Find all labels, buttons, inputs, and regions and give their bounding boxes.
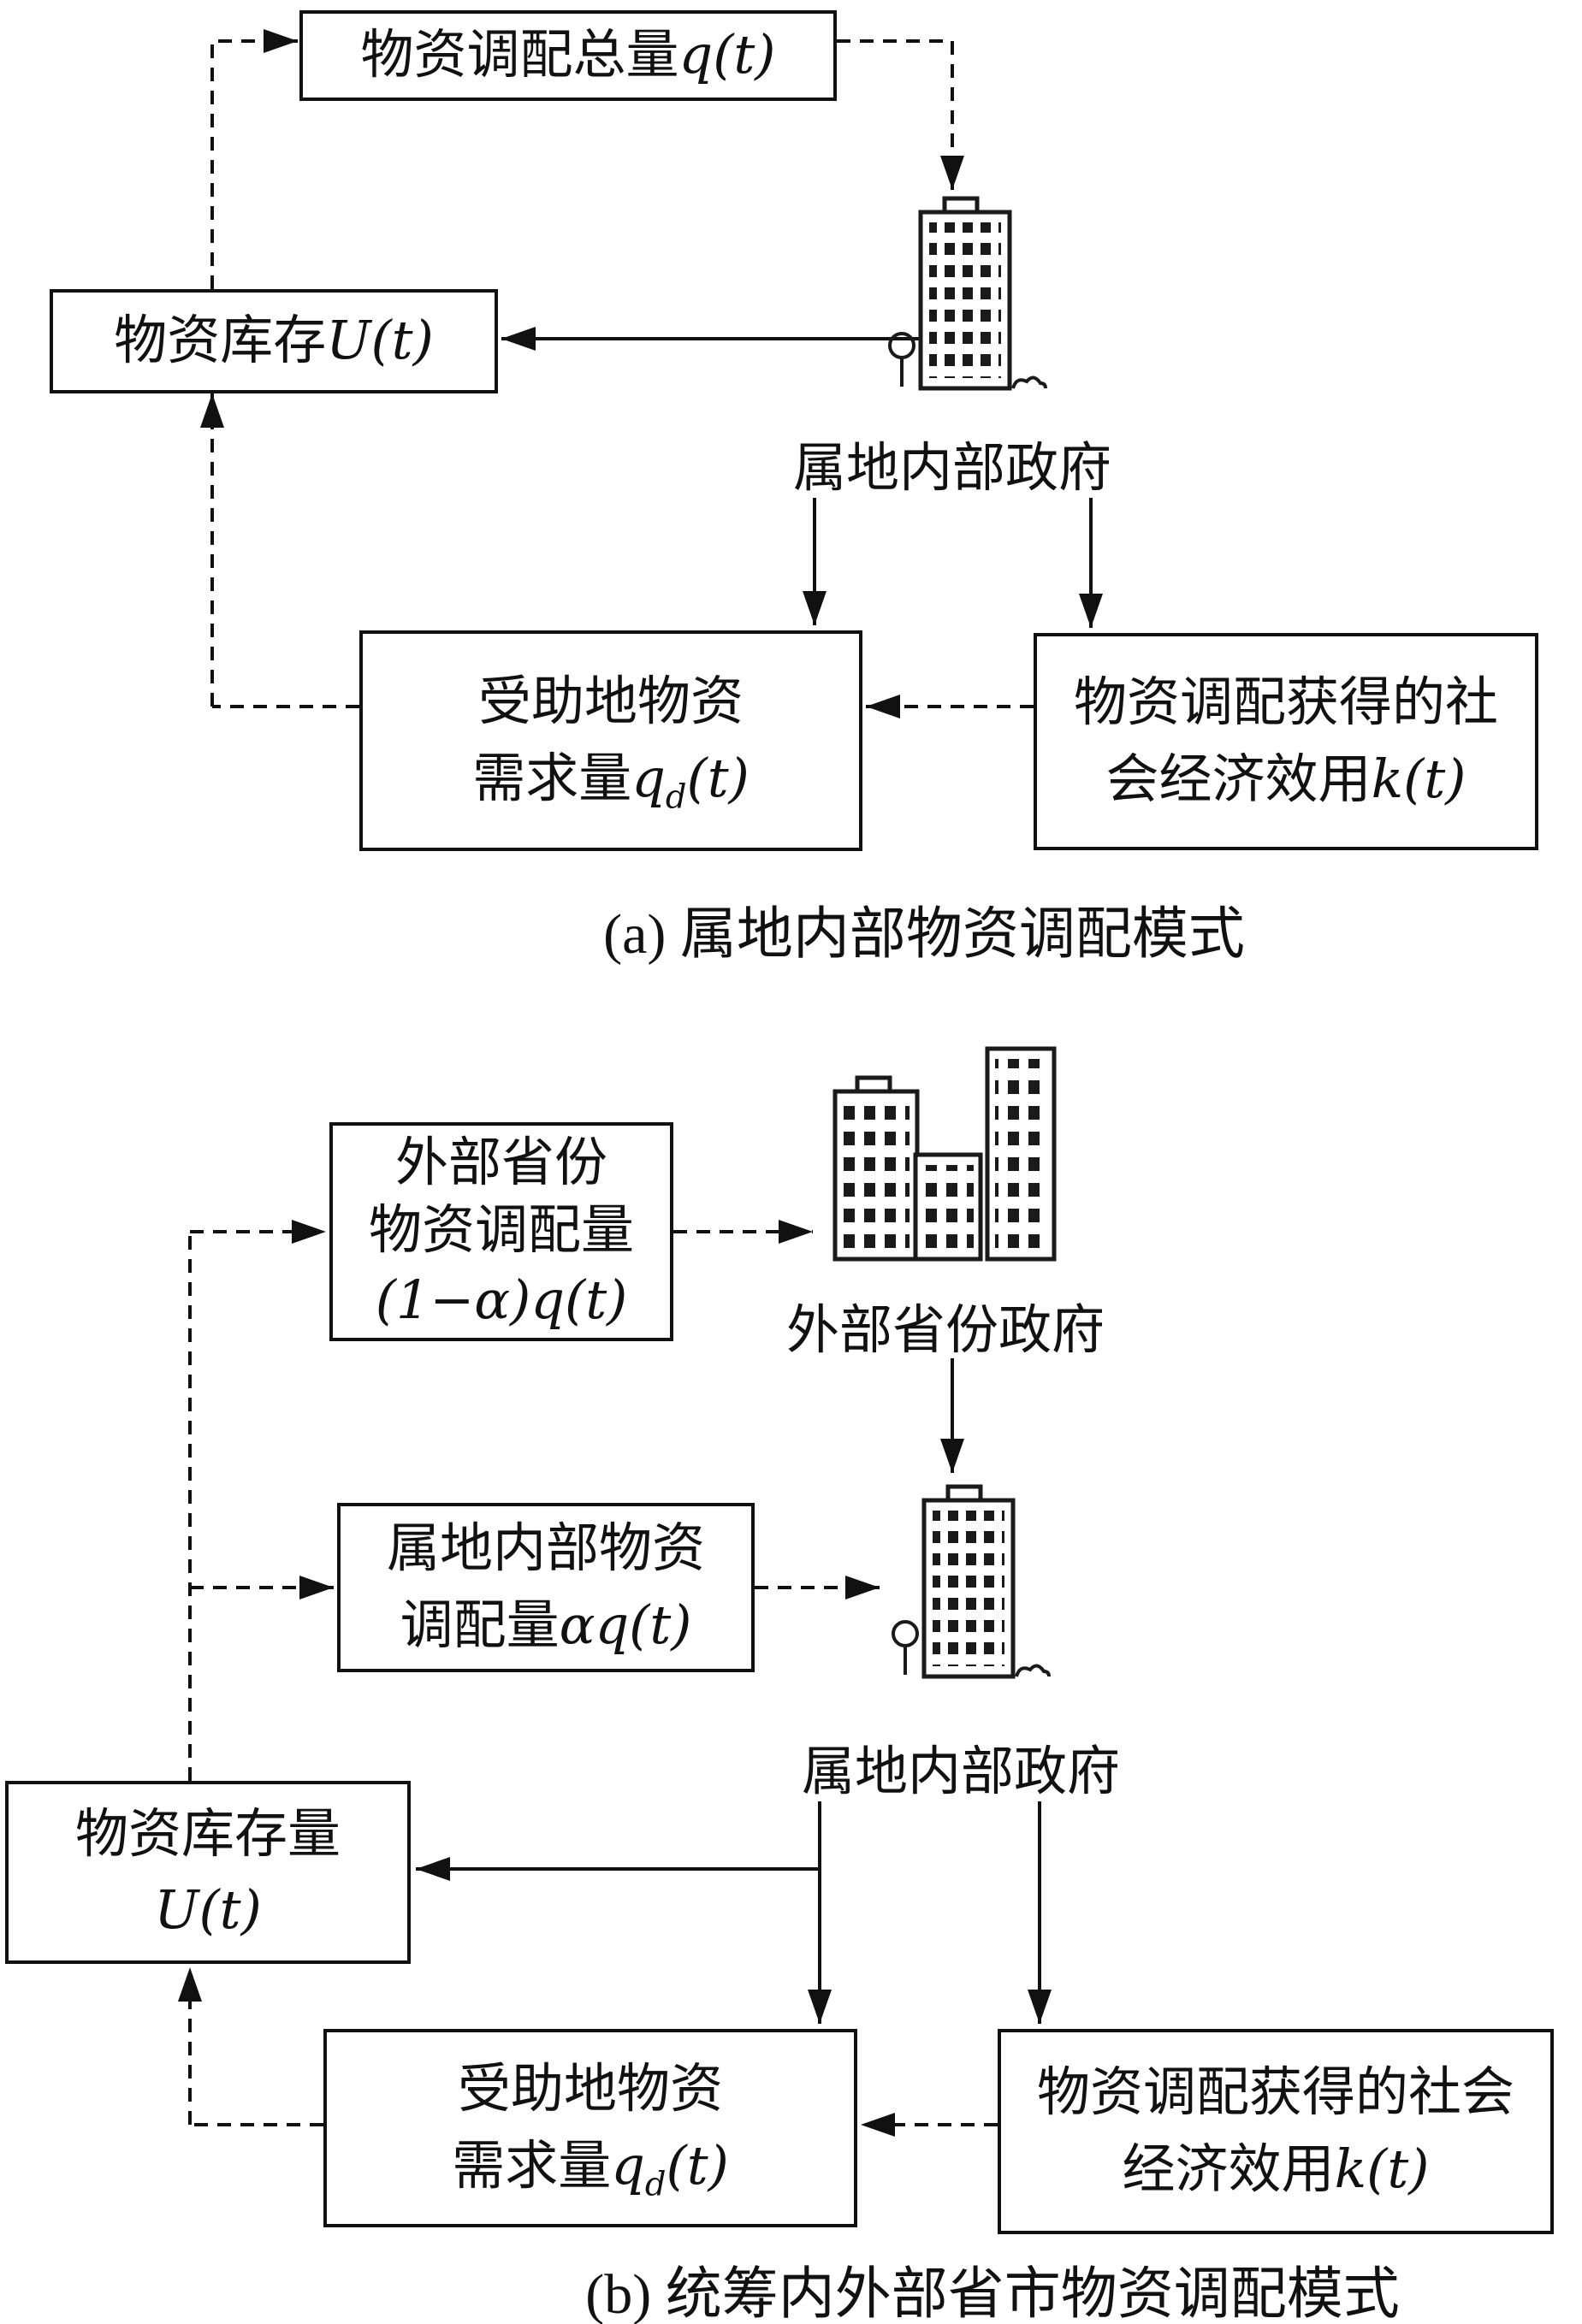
inventory-a-var: U(t) <box>326 309 434 372</box>
arrow-a-demand-feedback <box>200 393 359 708</box>
box-inventory-a-text: 物资库存U(t) <box>114 303 434 379</box>
box-internal-allocation-line1: 属地内部物资 <box>386 1520 705 1579</box>
box-demand-b-line1: 受助地物资 <box>457 2061 723 2120</box>
arrow-b-inventory-to-allocations <box>188 1220 334 1781</box>
box-demand-b: 受助地物资 需求量qd(t) <box>323 2029 857 2227</box>
box-inventory-a: 物资库存U(t) <box>50 289 498 393</box>
total-allocation-label: 物资调配总量 <box>360 27 679 86</box>
box-inventory-b-line2: U(t) <box>154 1878 262 1941</box>
demand-a-var: q <box>631 746 666 809</box>
demand-a-var-rest: (t) <box>686 746 750 809</box>
box-inventory-b: 物资库存量 U(t) <box>5 1781 411 1964</box>
box-external-allocation: 外部省份 物资调配量 (1−α)q(t) <box>329 1122 673 1341</box>
demand-b-var-rest: (t) <box>666 2133 729 2197</box>
box-utility-b-line1: 物资调配获得的社会 <box>1036 2064 1514 2123</box>
box-demand-a-line1: 受助地物资 <box>477 673 744 732</box>
building-icon <box>892 1484 1051 1679</box>
box-external-allocation-line2: 物资调配量 <box>368 1202 634 1261</box>
demand-b-label: 需求量 <box>452 2137 612 2196</box>
box-demand-a: 受助地物资 需求量qd(t) <box>359 630 862 851</box>
box-utility-b-line2: 经济效用k(t) <box>1123 2132 1430 2208</box>
caption-a: (a) 属地内部物资调配模式 <box>603 903 1245 966</box>
government-label-a: 属地内部政府 <box>792 440 1111 498</box>
utility-a-label: 会经济效用 <box>1105 750 1372 809</box>
box-utility-a: 物资调配获得的社 会经济效用k(t) <box>1034 633 1538 850</box>
caption-b: (b) 统筹内外部省市物资调配模式 <box>585 2263 1400 2324</box>
demand-a-label: 需求量 <box>472 749 632 808</box>
utility-b-var: k(t) <box>1334 2137 1430 2200</box>
building-icon <box>888 196 1047 391</box>
internal-government-label: 属地内部政府 <box>801 1743 1120 1801</box>
arrow-a-total-to-government <box>837 39 964 190</box>
external-government-label: 外部省份政府 <box>785 1302 1105 1360</box>
box-total-allocation: 物资调配总量q(t) <box>299 10 837 101</box>
box-external-allocation-line1: 外部省份 <box>394 1133 607 1192</box>
box-external-allocation-line3: (1−α)q(t) <box>375 1268 628 1331</box>
utility-a-var: k(t) <box>1371 747 1466 810</box>
arrow-b-demand-feedback <box>178 1967 323 2126</box>
demand-a-var-sub: d <box>665 777 687 816</box>
utility-b-label: 经济效用 <box>1122 2140 1335 2199</box>
box-demand-a-line2: 需求量qd(t) <box>472 741 750 817</box>
box-inventory-b-line1: 物资库存量 <box>74 1805 341 1864</box>
city-buildings-icon <box>832 1046 1057 1262</box>
box-total-allocation-text: 物资调配总量q(t) <box>361 17 776 93</box>
inventory-a-label: 物资库存 <box>114 312 327 371</box>
box-internal-allocation-line2: 调配量αq(t) <box>400 1588 692 1664</box>
demand-b-var-sub: d <box>644 2164 667 2203</box>
internal-allocation-var: αq(t) <box>559 1593 692 1656</box>
box-internal-allocation: 属地内部物资 调配量αq(t) <box>337 1503 755 1672</box>
box-demand-b-line2: 需求量qd(t) <box>452 2128 729 2204</box>
arrow-a-inventory-to-total <box>210 29 298 289</box>
demand-b-var: q <box>611 2133 645 2197</box>
box-utility-b: 物资调配获得的社会 经济效用k(t) <box>998 2029 1554 2234</box>
total-allocation-var: q(t) <box>678 23 776 86</box>
internal-allocation-label: 调配量 <box>400 1596 560 1655</box>
box-utility-a-line2: 会经济效用k(t) <box>1106 742 1466 818</box>
box-utility-a-line1: 物资调配获得的社 <box>1073 674 1498 733</box>
